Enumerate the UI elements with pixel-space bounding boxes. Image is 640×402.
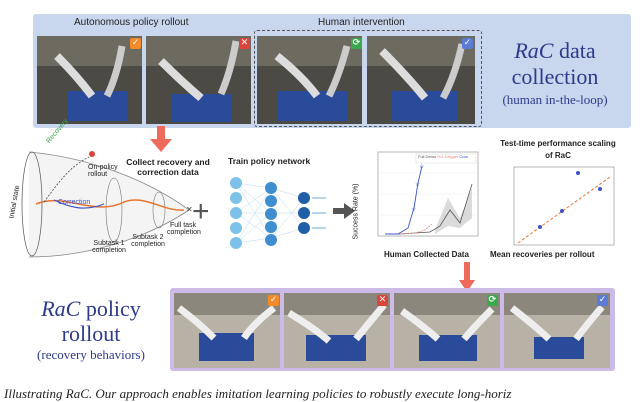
policy-photo-4 <box>504 293 610 368</box>
rollout-photo-1 <box>37 36 142 124</box>
rac-brand: RaC <box>41 296 81 321</box>
legend-full-demo: Full Demo <box>418 154 437 159</box>
figure-caption: Illustrating RaC. Our approach enables i… <box>4 386 512 401</box>
check-icon: ✓ <box>597 295 608 306</box>
intervention-frame <box>254 30 482 127</box>
data-collection-title: RaC data <box>480 38 630 64</box>
chart2-title: Test-time performance scaling of RaC <box>500 139 616 160</box>
legend-ours: Ours <box>459 154 469 159</box>
plus-icon: + <box>192 195 210 228</box>
chart2-xlabel: Mean recoveries per rollout <box>490 250 595 259</box>
full-task-label: Full task completion <box>167 222 201 236</box>
svg-text:☆: ☆ <box>415 181 420 188</box>
data-collection-title-line2: collection <box>511 64 599 89</box>
train-policy-label: Train policy network <box>228 156 311 166</box>
rollout-photo-2 <box>146 36 251 124</box>
policy-rollout-title-line2: rollout <box>61 321 121 346</box>
title-word: data <box>558 38 596 63</box>
intervention-photo-1 <box>257 36 362 124</box>
policy-photo-3 <box>394 293 500 368</box>
svg-text:☆: ☆ <box>419 163 424 170</box>
check-icon: ✓ <box>268 295 279 306</box>
policy-photo-2 <box>284 293 390 368</box>
down-arrow-icon <box>459 262 475 292</box>
data-collection-subtitle: (human in-the-loop) <box>502 92 608 107</box>
refresh-icon: ⟳ <box>351 38 362 49</box>
rac-brand: RaC <box>514 38 554 63</box>
chart1-ylabel: Success Rate (%) <box>352 183 360 240</box>
title-word: policy <box>85 296 141 321</box>
cross-icon: ✕ <box>377 295 388 306</box>
svg-text:✕: ✕ <box>186 205 193 214</box>
human-intervention-label: Human intervention <box>318 17 405 28</box>
neural-network-icon <box>230 177 326 249</box>
svg-text:☆: ☆ <box>411 206 416 213</box>
policy-photo-1 <box>174 293 280 368</box>
legend-hgdagger: HG-DAgger <box>437 154 459 159</box>
recovery-diagram: ✕ <box>21 151 193 258</box>
chart-legend: Full Demo HG-DAgger Ours <box>418 154 468 159</box>
subtask2-label: Subtask 2 completion <box>131 234 165 248</box>
collect-data-label: Collect recovery and correction data <box>126 157 210 177</box>
intervention-photo-2 <box>367 36 475 124</box>
on-policy-label: On-policy rollout <box>88 164 118 178</box>
correction-label: Correction <box>58 199 91 206</box>
success-rate-chart: ☆ ☆ ☆ <box>377 151 479 237</box>
subtask1-label: Subtask 1 completion <box>92 240 126 254</box>
refresh-icon: ⟳ <box>487 295 498 306</box>
policy-rollout-title: RaC policy <box>12 296 170 322</box>
right-arrow-icon <box>333 203 355 219</box>
autonomous-rollout-label: Autonomous policy rollout <box>74 17 189 28</box>
scaling-chart <box>513 166 615 246</box>
cross-icon: ✕ <box>239 38 250 49</box>
chart1-xlabel: Human Collected Data <box>384 250 469 259</box>
check-icon: ✓ <box>130 38 141 49</box>
check-icon: ✓ <box>462 38 473 49</box>
policy-rollout-subtitle: (recovery behaviors) <box>37 347 145 362</box>
down-arrow-icon <box>150 126 172 152</box>
